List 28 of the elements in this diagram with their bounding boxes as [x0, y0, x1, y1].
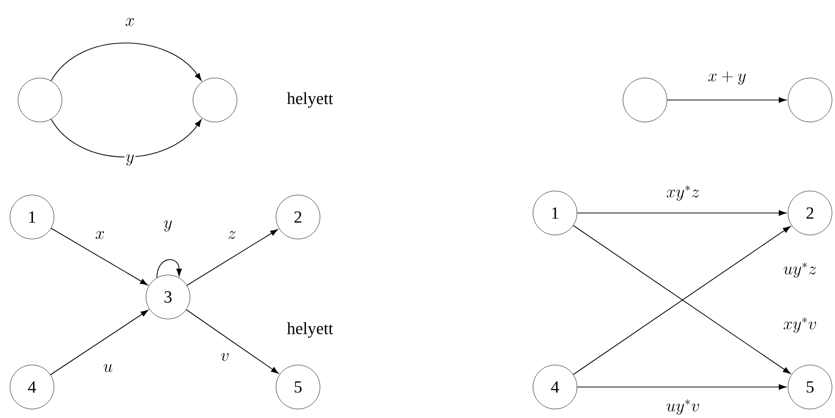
- empty-circle: [18, 78, 62, 122]
- edge-label: $u$: [102, 363, 114, 373]
- edge-label: $xy^*v$: [782, 316, 818, 334]
- edge-label: $y$: [124, 154, 136, 166]
- edge-label: $x$: [124, 17, 136, 27]
- edge-label: $uy^*z$: [782, 261, 818, 279]
- edge-label: $uy^*v$: [665, 398, 701, 416]
- edge-label: $z$: [226, 230, 238, 240]
- edge-label: $x+y$: [706, 70, 748, 86]
- edge-label: $xy^*z$: [665, 184, 701, 202]
- arrow: [576, 210, 786, 216]
- edge-label: $x$: [94, 230, 106, 240]
- empty-circle: [622, 78, 668, 122]
- empty-circle: [192, 78, 238, 122]
- edge-label: $v$: [220, 352, 230, 362]
- arrow: [186, 229, 278, 286]
- arrow: [50, 118, 202, 158]
- arrow: [576, 384, 786, 390]
- arrow: [186, 309, 279, 374]
- arrow: [50, 228, 148, 286]
- empty-circle: [788, 78, 832, 122]
- edge-label: $y$: [162, 220, 174, 232]
- text-label: helyett: [287, 322, 334, 338]
- arrow: [156, 259, 182, 278]
- arrow: [50, 42, 202, 82]
- arrow: [666, 97, 786, 103]
- arrow: [50, 310, 148, 376]
- text-label: helyett: [287, 92, 334, 108]
